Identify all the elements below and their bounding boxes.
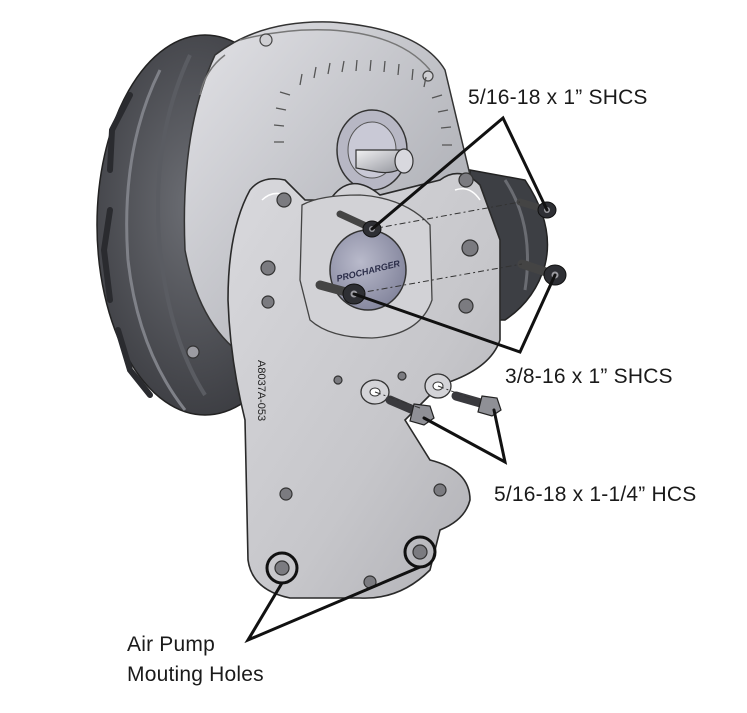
- label-air-pump-line1: Air Pump: [127, 633, 215, 656]
- label-air-pump-line2: Mouting Holes: [127, 663, 264, 686]
- bracket-part-number: A8037A-053: [255, 360, 267, 421]
- leader-shcs-5-16: [370, 115, 549, 231]
- alignment-lines: [353, 201, 523, 409]
- label-air-pump-holes: Air Pump Mouting Holes: [127, 630, 264, 690]
- label-hcs: 5/16-18 x 1-1/4” HCS: [494, 483, 697, 506]
- bracket-holes: [260, 172, 479, 589]
- label-shcs-5-16: 5/16-18 x 1” SHCS: [468, 86, 648, 109]
- leader-air-pump: [244, 565, 422, 644]
- leader-shcs-3-8: [352, 273, 557, 354]
- cooling-fins: [273, 59, 452, 146]
- leader-lines: [244, 115, 557, 644]
- leader-hcs: [422, 408, 508, 465]
- label-shcs-3-8: 3/8-16 x 1” SHCS: [505, 365, 673, 388]
